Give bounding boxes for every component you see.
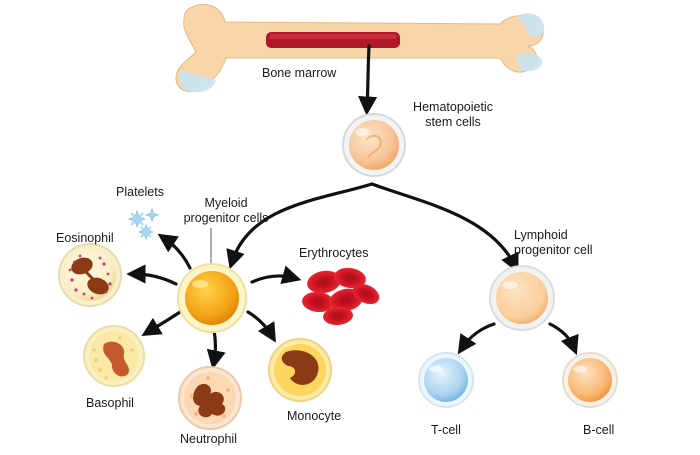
bone-knob-right-bottom: [516, 53, 543, 72]
erythrocytes: [302, 267, 380, 326]
bone-shape: [175, 4, 544, 93]
monocyte-cell: [268, 338, 332, 402]
b-cell: [562, 352, 618, 408]
bone-illustration: [175, 4, 545, 93]
label-b-cell: B-cell: [583, 423, 615, 437]
erythrocyte: [307, 270, 341, 294]
label-t-cell: T-cell: [431, 423, 461, 437]
arrow-myeloid-to-erythrocytes: [250, 265, 302, 285]
erythrocyte: [352, 283, 380, 305]
label-lymphoid-line1: Lymphoid: [514, 228, 568, 242]
bone-marrow-highlight: [270, 34, 396, 39]
neutrophil-cell: [178, 366, 242, 430]
label-lymphoid-progenitor: Lymphoid progenitor cell: [514, 228, 593, 258]
platelet: [137, 223, 155, 241]
label-bone-marrow: Bone marrow: [262, 66, 337, 80]
label-hsc-line1: Hematopoietic: [413, 100, 493, 114]
hematopoietic-stem-cell: [342, 113, 406, 177]
label-hematopoietic-stem-cells: Hematopoietic stem cells: [398, 100, 508, 130]
label-hsc-line2: stem cells: [425, 115, 481, 129]
label-myeloid-line1: Myeloid: [204, 196, 248, 210]
label-basophil: Basophil: [86, 396, 134, 410]
label-myeloid-progenitor: Myeloid progenitor cells: [170, 196, 282, 226]
arrow-lymphoid-to-bcell: [548, 322, 579, 356]
platelet: [127, 209, 147, 229]
myeloid-progenitor-cell: [177, 263, 247, 333]
platelet: [144, 207, 160, 223]
eosinophil-cell: [58, 243, 122, 307]
erythrocyte: [302, 291, 334, 313]
arrows: [126, 44, 579, 370]
label-erythrocytes: Erythrocytes: [299, 246, 369, 260]
bone-knob-left: [178, 70, 216, 93]
label-lymphoid-line2: progenitor cell: [514, 243, 593, 257]
arrow-myeloid-to-neutrophil: [206, 328, 226, 370]
arrow-marrow-to-hsc: [358, 44, 378, 116]
arrow-lymphoid-to-tcell: [457, 322, 496, 355]
t-cell: [418, 352, 474, 408]
label-myeloid-line2: progenitor cells: [183, 211, 269, 225]
arrow-myeloid-to-eosinophil: [126, 264, 178, 286]
platelets: [127, 207, 160, 241]
lymphoid-progenitor-cell: [489, 265, 555, 331]
arrow-myeloid-to-monocyte: [246, 310, 276, 343]
arrow-myeloid-to-platelets: [157, 233, 192, 270]
label-eosinophil: Eosinophil: [56, 231, 114, 245]
erythrocyte: [334, 267, 366, 289]
basophil-cell: [83, 325, 145, 387]
bone-knob-right-top: [518, 13, 545, 37]
arrow-hsc-to-myeloid: [226, 182, 374, 270]
label-neutrophil: Neutrophil: [180, 432, 237, 446]
label-platelets: Platelets: [116, 185, 164, 199]
erythrocyte: [323, 306, 353, 326]
label-monocyte: Monocyte: [287, 409, 342, 423]
arrow-myeloid-to-basophil: [141, 310, 182, 336]
arrow-hsc-to-lymphoid: [370, 182, 519, 273]
